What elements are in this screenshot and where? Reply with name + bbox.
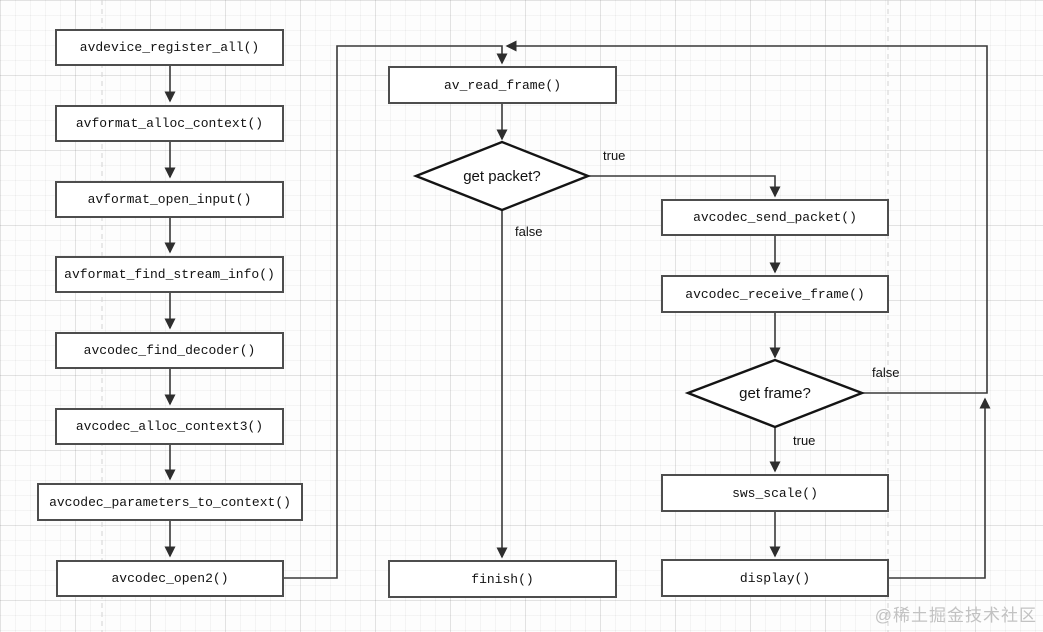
node-finish: finish(): [388, 560, 617, 598]
decision-get-frame-shape: [684, 358, 866, 429]
connector-open2-to-read-frame: [284, 45, 508, 579]
node-avcodec-receive-frame: avcodec_receive_frame(): [661, 275, 889, 313]
node-avcodec-find-decoder: avcodec_find_decoder(): [55, 332, 284, 369]
edge-label-get-packet-false: false: [515, 224, 543, 239]
edge-label-get-frame-false: false: [872, 365, 900, 380]
node-avformat-find-stream-info: avformat_find_stream_info(): [55, 256, 284, 293]
node-avformat-alloc-context: avformat_alloc_context(): [55, 105, 284, 142]
edge-label-get-packet-true: true: [603, 148, 626, 163]
node-avcodec-parameters-to-context: avcodec_parameters_to_context(): [37, 483, 303, 521]
node-avdevice-register-all: avdevice_register_all(): [55, 29, 284, 66]
node-av-read-frame: av_read_frame(): [388, 66, 617, 104]
node-avcodec-alloc-context3: avcodec_alloc_context3(): [55, 408, 284, 445]
connector-get-frame-false-loop: [505, 40, 988, 394]
node-display: display(): [661, 559, 889, 597]
watermark: @稀土掘金技术社区: [874, 606, 1037, 625]
decision-get-packet-label: get packet?: [463, 167, 541, 185]
edge-label-get-frame-true: true: [793, 433, 816, 448]
connector-display-loop: [889, 397, 991, 579]
connector-get-packet-true-to-send-packet: [588, 175, 781, 198]
node-avcodec-send-packet: avcodec_send_packet(): [661, 199, 889, 236]
node-sws-scale: sws_scale(): [661, 474, 889, 512]
decision-get-frame-label: get frame?: [739, 384, 811, 402]
node-avcodec-open2: avcodec_open2(): [56, 560, 284, 597]
decision-get-packet-shape: [412, 140, 592, 212]
node-avformat-open-input: avformat_open_input(): [55, 181, 284, 218]
